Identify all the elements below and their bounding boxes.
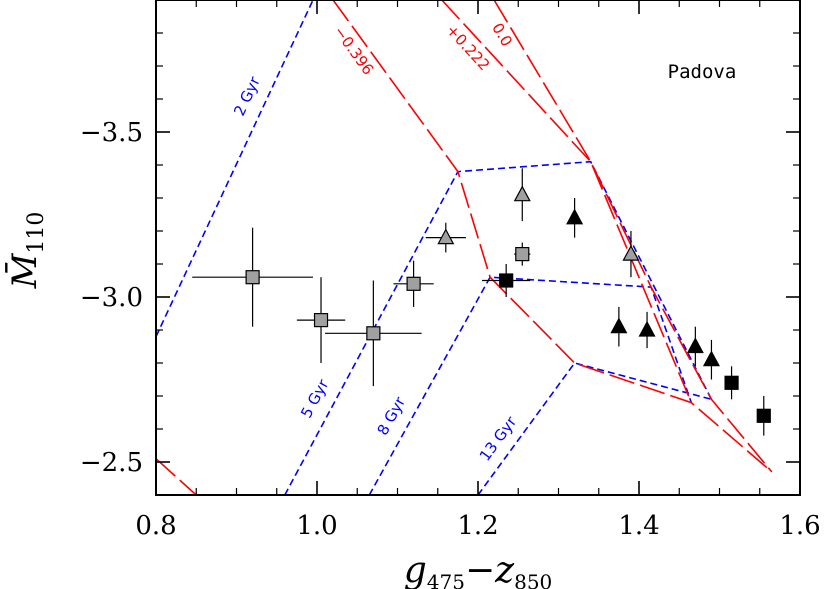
metallicity-line-0-222: [441, 0, 693, 403]
data-point-black-triangle: [610, 306, 628, 347]
age-label-2-gyr: 2 Gyr: [230, 73, 264, 119]
data-point-black-triangle: [566, 198, 584, 238]
data-point-gray-triangle: [513, 168, 531, 222]
data-point-gray-triangle: [425, 222, 466, 253]
triangle-marker: [513, 185, 531, 202]
triangle-marker: [622, 244, 640, 261]
age-line-5-gyr: [284, 160, 713, 495]
data-point-black-triangle: [702, 339, 720, 380]
triangle-marker: [702, 350, 720, 367]
metallicity-line-extra-3: [156, 458, 197, 495]
x-tick-label: 1.6: [779, 511, 820, 541]
square-marker: [245, 270, 260, 285]
data-point-black-square: [724, 366, 739, 400]
data-point-gray-square: [296, 277, 346, 363]
age-line-2-gyr: [156, 0, 314, 337]
x-tick-label: 1.0: [296, 511, 337, 541]
x-tick-label: 0.8: [135, 511, 176, 541]
y-tick-label: −2.5: [80, 448, 143, 478]
x-axis-title: g475−z850: [404, 550, 553, 589]
data-point-gray-triangle: [622, 231, 640, 278]
x-tick-label: 1.2: [457, 511, 498, 541]
x-tick-label: 1.4: [618, 511, 659, 541]
data-point-gray-square: [393, 260, 434, 307]
age-label-13-gyr: 13 Gyr: [476, 412, 521, 464]
metallicity-label-0-0: 0.0: [488, 20, 516, 50]
square-marker: [499, 273, 514, 288]
y-tick-label: −3.0: [80, 283, 143, 313]
y-axis-title: M̄110: [4, 212, 49, 290]
square-marker: [724, 375, 739, 390]
square-marker: [756, 408, 771, 423]
square-marker: [313, 313, 329, 328]
triangle-marker: [610, 317, 628, 334]
triangle-marker: [686, 337, 704, 354]
age-line-13-gyr: [477, 362, 712, 495]
padova-annotation: Padova: [668, 61, 737, 83]
data-point-gray-square: [514, 242, 531, 266]
data-point-gray-square: [192, 227, 313, 327]
triangle-marker: [566, 208, 584, 225]
square-marker: [515, 247, 530, 262]
data-point-black-square: [482, 264, 531, 297]
metallicity-line-0-396: [332, 0, 773, 473]
metallicity-label-0-396: −0.396: [330, 23, 377, 78]
data-point-black-triangle: [686, 326, 704, 367]
data-point-black-square: [756, 396, 771, 436]
age-line-8-gyr: [368, 276, 693, 495]
triangle-marker: [437, 228, 455, 245]
square-marker: [406, 276, 421, 291]
y-tick-label: −3.5: [80, 118, 143, 148]
data-point-black-triangle: [638, 311, 656, 349]
metallicity-line-0-0: [493, 0, 773, 473]
triangle-marker: [638, 320, 656, 337]
data-point-gray-square: [325, 280, 422, 387]
square-marker: [366, 326, 381, 341]
